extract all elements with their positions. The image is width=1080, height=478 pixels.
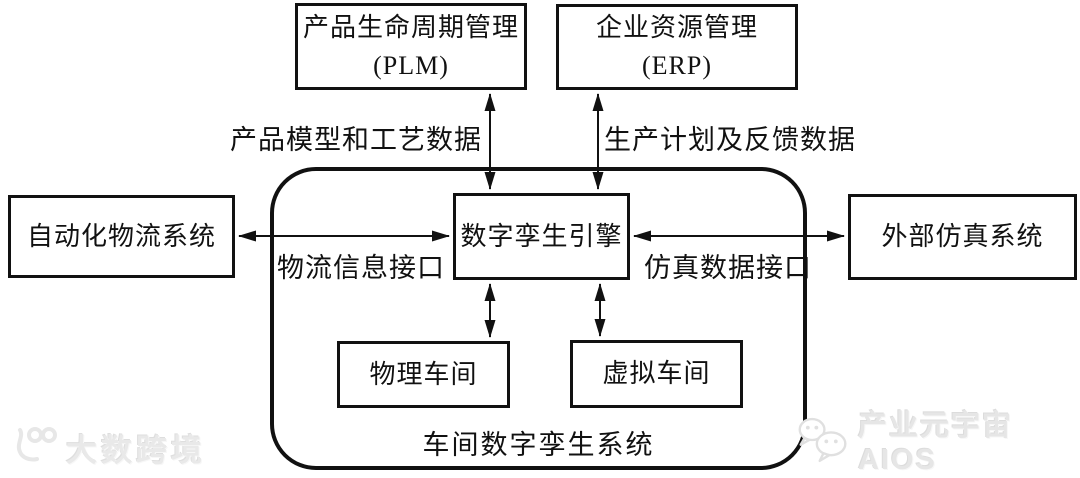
node-physical-workshop: 物理车间	[337, 341, 510, 408]
node-plm: 产品生命周期管理 (PLM)	[295, 3, 527, 90]
container-label-workshop-digital-twin-system: 车间数字孪生系统	[422, 430, 655, 460]
node-automated-logistics-system: 自动化物流系统	[8, 195, 235, 278]
edge-label-erp-data: 生产计划及反馈数据	[604, 125, 856, 155]
node-external-simulation-system: 外部仿真系统	[848, 194, 1077, 280]
node-virtual-workshop: 虚拟车间	[570, 340, 743, 408]
watermark-dashu-kuajing-text: 大数跨境	[66, 432, 206, 468]
node-erp-title: 企业资源管理	[595, 13, 758, 43]
wechat-bubbles-icon	[798, 417, 847, 462]
watermark-industry-metaverse-aios-text: 产业元宇宙AIOS	[857, 410, 1013, 476]
edge-label-simulation-interface: 仿真数据接口	[644, 253, 812, 283]
watermark-industry-metaverse-aios: 产业元宇宙AIOS	[795, 402, 1080, 477]
node-virtual-label: 虚拟车间	[602, 359, 711, 389]
node-logistics-label: 自动化物流系统	[26, 221, 216, 251]
node-external-sim-label: 外部仿真系统	[881, 222, 1044, 252]
node-erp-subtitle: (ERP)	[642, 51, 712, 80]
node-plm-title: 产品生命周期管理	[302, 12, 519, 42]
node-physical-label: 物理车间	[369, 359, 478, 389]
node-digital-twin-engine: 数字孪生引擎	[453, 193, 630, 280]
dashu-kuajing-logo-icon	[16, 427, 57, 462]
node-plm-subtitle: (PLM)	[373, 50, 449, 80]
edge-label-plm-data: 产品模型和工艺数据	[230, 125, 482, 155]
workshop-system-container	[270, 167, 807, 470]
node-erp: 企业资源管理 (ERP)	[556, 4, 798, 90]
edge-label-logistics-interface: 物流信息接口	[277, 253, 445, 283]
node-engine-label: 数字孪生引擎	[460, 221, 623, 251]
watermark-dashu-kuajing: 大数跨境	[8, 424, 206, 470]
